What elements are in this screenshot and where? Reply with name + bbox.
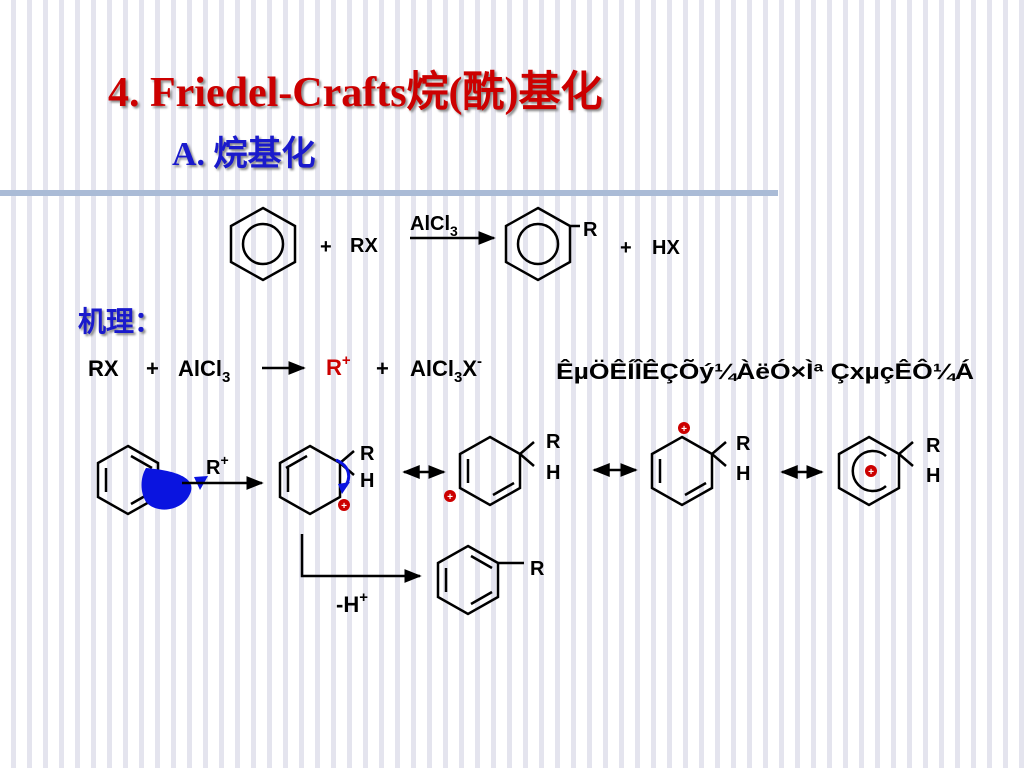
charge-symbol-2: + [444,490,456,503]
alkylbenzene-product [504,206,580,282]
svg-text:+: + [868,467,874,478]
charge-symbol-4: + [865,465,877,478]
sigma4-r: R [926,435,941,457]
byproduct-hx: HX [652,237,680,259]
slide-title: 4. Friedel-Crafts烷(酰)基化 [108,70,603,116]
sigma1-r: R [360,443,375,465]
final-product [436,544,524,616]
curved-arrow [141,468,192,510]
sigma-complex-2 [458,435,535,507]
sigma-bond-arrow-head [338,482,350,494]
mech-reagent: RX [88,356,119,381]
garbled-note: ÊµÖÊÍÎÊÇÕý¼ÀëÓ×Ìª ÇxµçÊÔ¼Á [556,359,974,384]
svg-text:+: + [341,501,347,512]
sigma-complex-delocalized [837,435,914,507]
sigma2-r: R [546,431,561,453]
reaction-plus-2: + [620,237,632,259]
mechanism-label: 机理： [78,305,163,338]
catalyst-label: AlCl3 [410,213,458,239]
sigma-complex-3 [650,435,727,507]
sigma2-h: H [546,462,560,484]
product-substituent: R [583,219,598,241]
sigma1-h: H [360,470,374,492]
mech-catalyst: AlCl3 [178,356,230,386]
mech-plus-1: + [146,356,159,381]
attack-electrophile: R+ [206,452,229,479]
counterion: AlCl3X- [410,353,482,386]
svg-text:+: + [681,424,687,435]
mech-plus-2: + [376,356,389,381]
sigma3-h: H [736,463,750,485]
reaction-plus-1: + [320,236,332,258]
slide-subtitle: A. 烷基化 [172,136,316,173]
charge-symbol-3: + [678,422,690,435]
charge-symbol-1: + [338,499,350,512]
svg-text:+: + [447,492,453,503]
sigma4-h: H [926,465,940,487]
final-substituent: R [530,558,545,580]
reagent-rx: RX [350,235,378,257]
electrophile: R+ [326,352,351,380]
deprotonation-arrow [300,534,422,583]
sigma3-r: R [736,433,751,455]
title-divider [0,190,778,196]
deprotonation-label: -H+ [336,589,368,617]
benzene-reactant [229,206,297,282]
